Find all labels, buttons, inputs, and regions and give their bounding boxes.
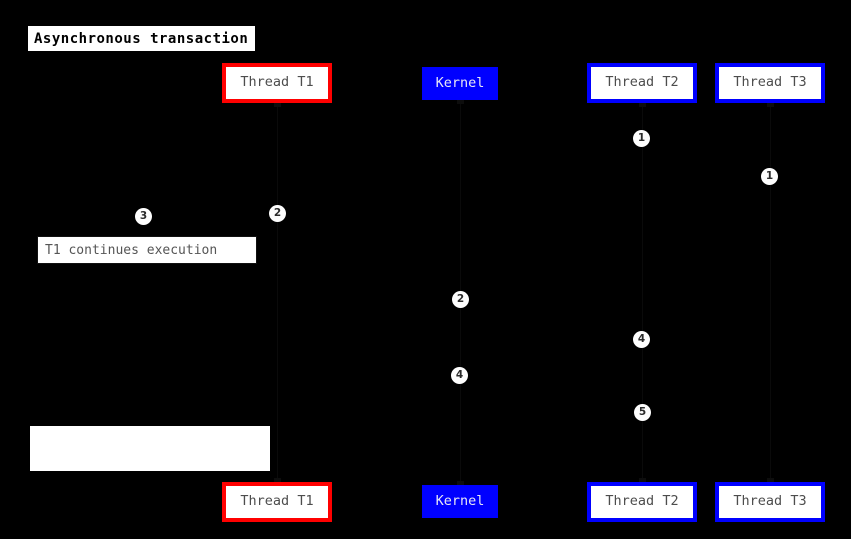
lifeline-cap-thread-t3-bottom: [767, 478, 774, 482]
participant-label: Thread T1: [240, 74, 314, 91]
participant-label: Thread T1: [240, 493, 314, 510]
marker-t2-1: 1: [633, 130, 650, 147]
lifeline-cap-kernel-top: [457, 100, 464, 104]
participant-label: Kernel: [435, 492, 485, 509]
note-text: T1 continues execution: [45, 242, 218, 258]
lifeline-thread-t1: [277, 103, 278, 482]
marker-t2-4: 4: [633, 331, 650, 348]
lifeline-cap-thread-t1-top: [274, 103, 281, 107]
marker-kernel-2: 2: [452, 291, 469, 308]
lifeline-cap-thread-t3-top: [767, 103, 774, 107]
participant-thread-t2-top[interactable]: Thread T2: [587, 63, 697, 103]
marker-t1-2: 2: [269, 205, 286, 222]
participant-kernel-bottom[interactable]: Kernel: [422, 485, 498, 518]
lifeline-thread-t2: [642, 103, 643, 482]
lifeline-cap-kernel-bottom: [457, 481, 464, 485]
participant-label: Thread T2: [605, 493, 679, 510]
note-t1-continues: T1 continues execution: [37, 236, 257, 264]
lifeline-thread-t3: [770, 103, 771, 482]
marker-kernel-4: 4: [451, 367, 468, 384]
diagram-title: Asynchronous transaction: [28, 26, 255, 51]
participant-thread-t1-top[interactable]: Thread T1: [222, 63, 332, 103]
participant-thread-t2-bottom[interactable]: Thread T2: [587, 482, 697, 522]
participant-kernel-top[interactable]: Kernel: [422, 67, 498, 100]
lifeline-cap-thread-t2-bottom: [639, 478, 646, 482]
marker-t3-1: 1: [761, 168, 778, 185]
lifeline-cap-thread-t1-bottom: [274, 478, 281, 482]
participant-thread-t3-bottom[interactable]: Thread T3: [715, 482, 825, 522]
participant-label: Thread T3: [733, 493, 807, 510]
participant-thread-t3-top[interactable]: Thread T3: [715, 63, 825, 103]
lifeline-cap-thread-t2-top: [639, 103, 646, 107]
marker-t2-5: 5: [634, 404, 651, 421]
marker-t1-3: 3: [135, 208, 152, 225]
participant-label: Kernel: [435, 74, 485, 91]
participant-label: Thread T3: [733, 74, 807, 91]
note-blank: [30, 426, 270, 471]
participant-thread-t1-bottom[interactable]: Thread T1: [222, 482, 332, 522]
participant-label: Thread T2: [605, 74, 679, 91]
